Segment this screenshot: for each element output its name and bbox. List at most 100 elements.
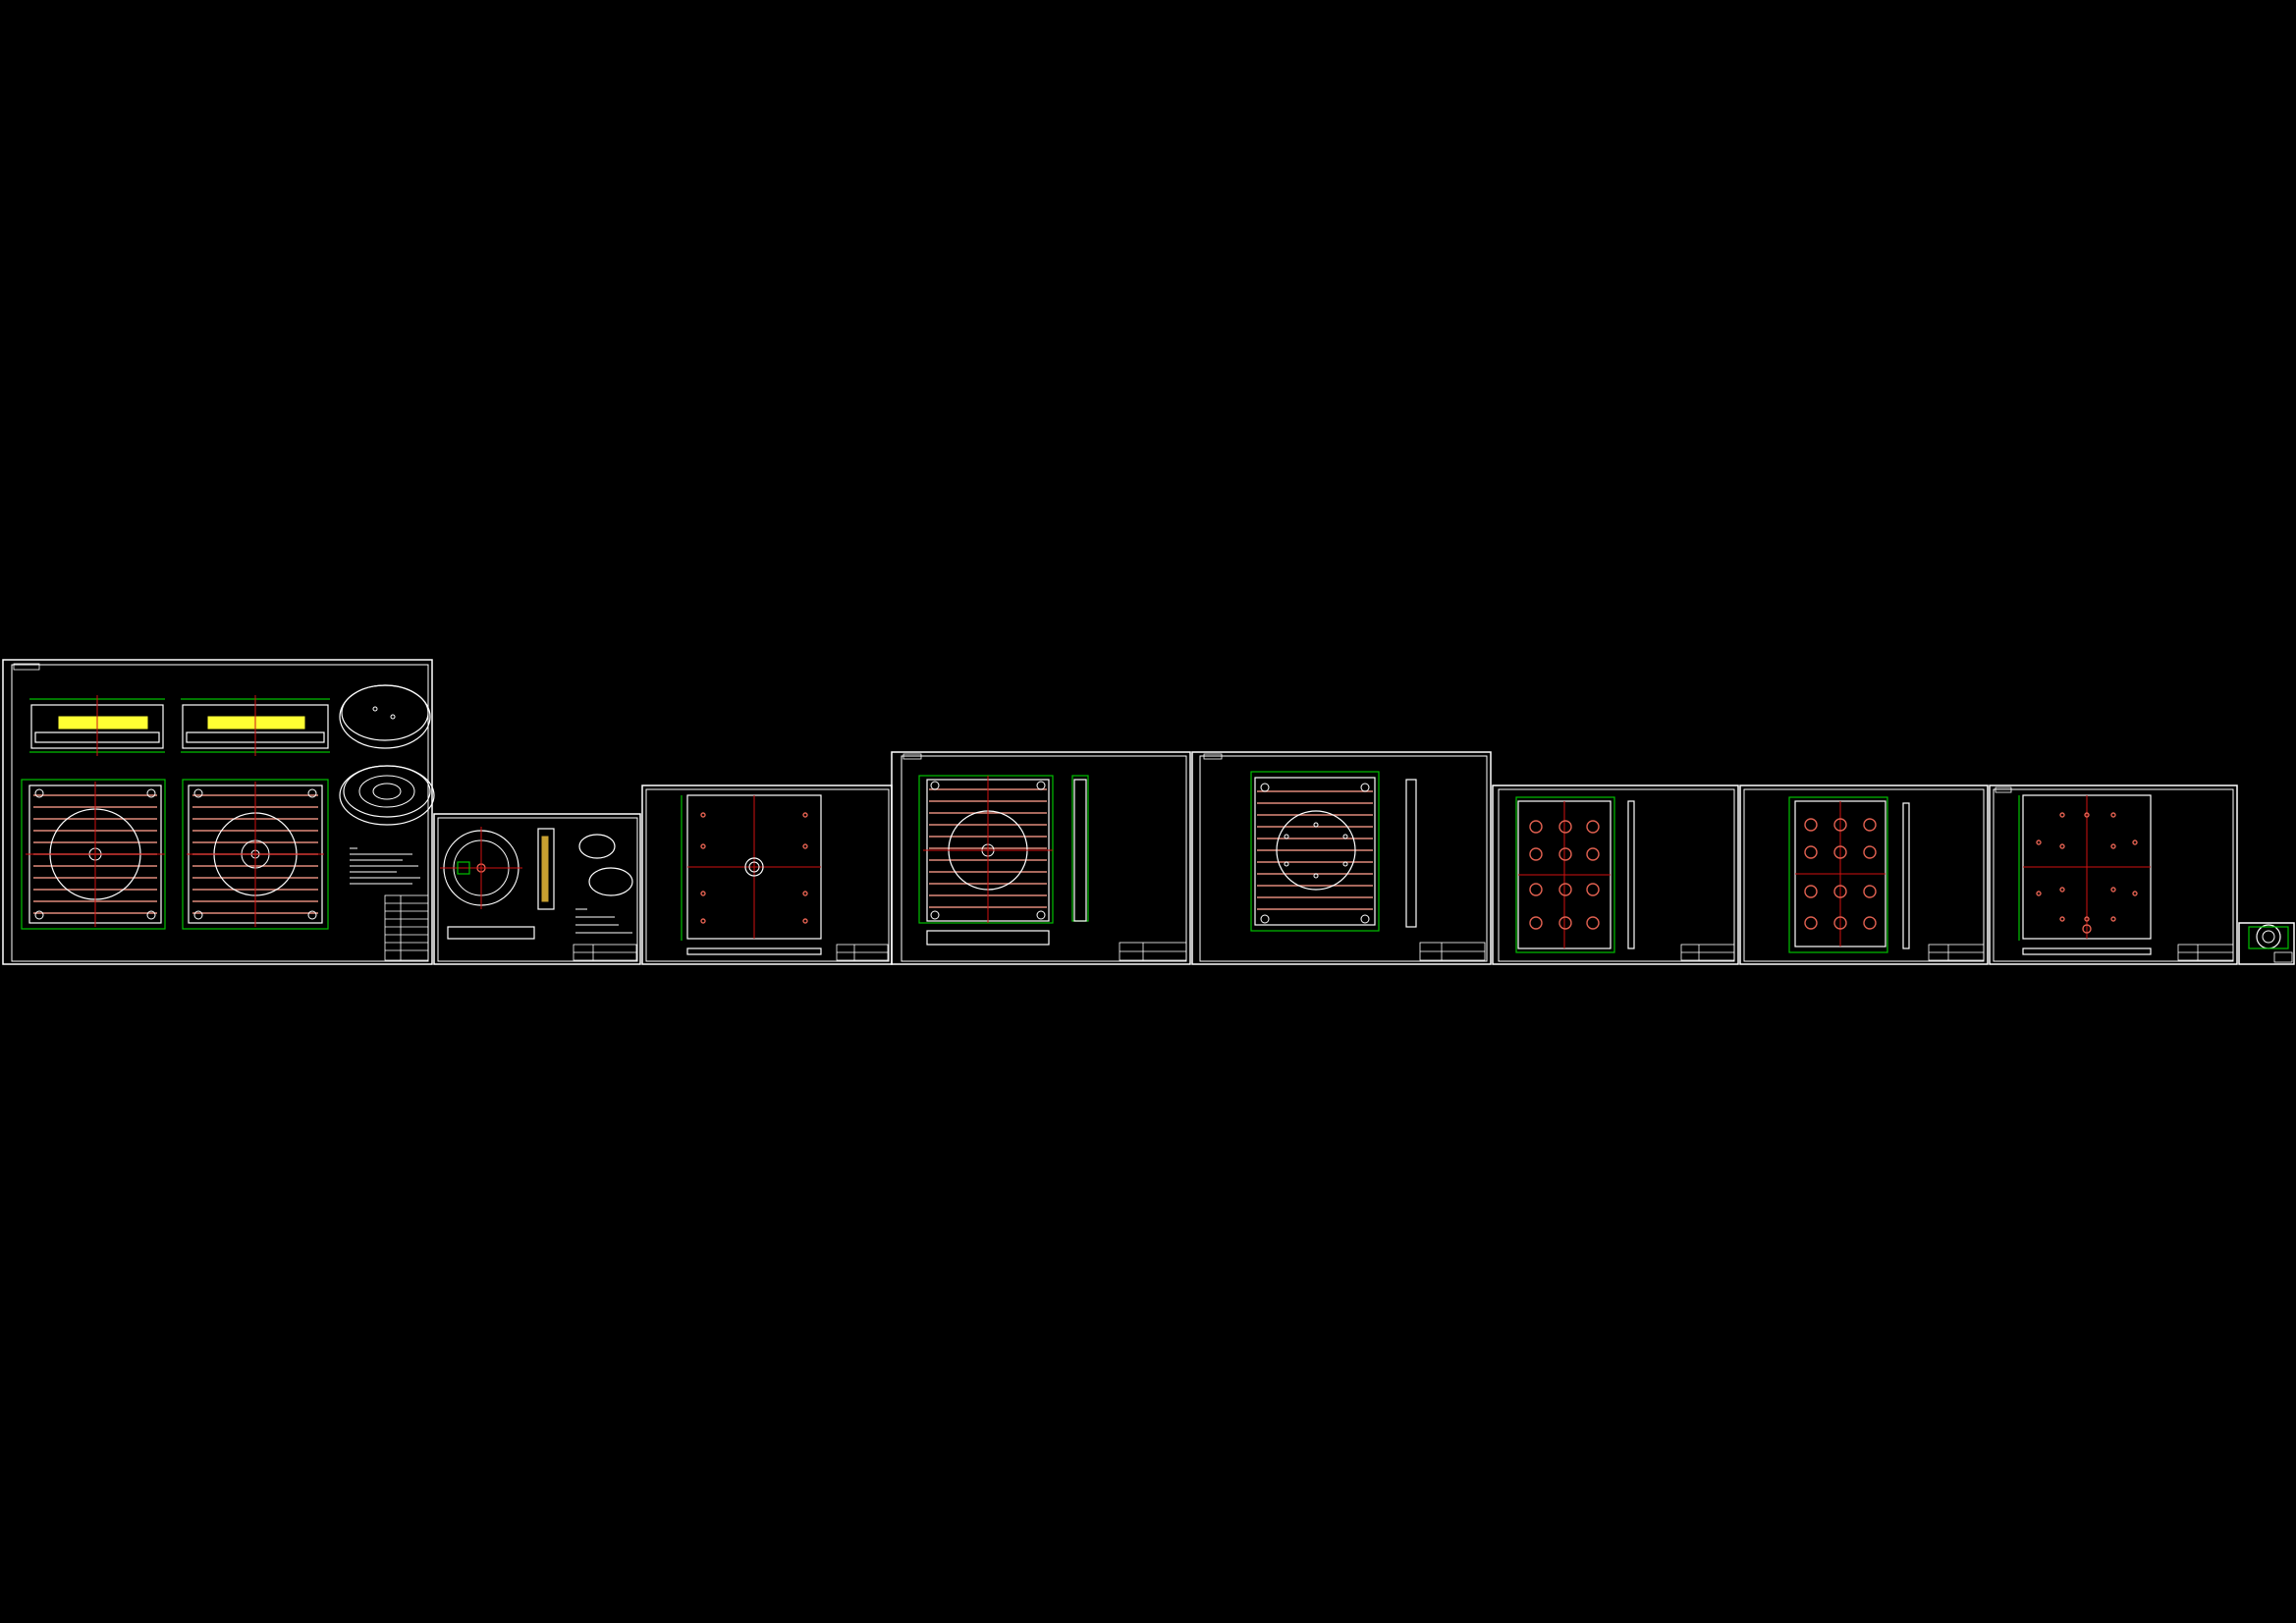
plate-side-view	[2022, 947, 2152, 955]
section-view-1[interactable]	[29, 695, 165, 756]
guide-pin-hole	[34, 788, 44, 798]
title-block[interactable]	[1928, 944, 1985, 961]
guide-pin-hole	[1360, 914, 1370, 924]
guide-pin-hole	[307, 788, 317, 798]
sheet-thumbnail[interactable]	[2238, 922, 2295, 965]
sheet-inner-border	[437, 817, 638, 962]
sheet-label-tab	[1995, 786, 2012, 793]
bolt-hole	[802, 891, 808, 896]
top-view-1[interactable]	[21, 779, 166, 930]
disc-hole	[372, 706, 378, 712]
ejector-holes	[1529, 820, 1600, 930]
sheet-plate-5[interactable]	[1739, 784, 1989, 965]
disc-top-face	[343, 765, 431, 818]
detail-marker	[457, 861, 470, 875]
cavity-fill	[58, 716, 148, 730]
sheet-inner-border	[1498, 788, 1735, 962]
sheet-plate-4[interactable]	[1492, 784, 1739, 965]
plate-side-view	[1073, 779, 1087, 922]
guide-pin-hole	[193, 788, 203, 798]
sheet-border	[1191, 751, 1492, 965]
sheet-inner-border	[645, 788, 890, 962]
sheet-label-tab	[902, 753, 922, 760]
sheet-plate-6[interactable]	[1989, 784, 2238, 965]
cavity-circle	[1276, 810, 1356, 891]
bolt-hole	[700, 843, 706, 849]
iso-view-1	[578, 834, 616, 859]
title-block[interactable]	[573, 944, 637, 961]
sheet-border	[641, 784, 893, 965]
parts-list-table[interactable]	[384, 894, 429, 961]
ejector-holes	[1804, 818, 1877, 930]
guide-pin-hole	[146, 910, 156, 920]
iso-disc-1[interactable]	[339, 684, 431, 749]
title-block[interactable]	[836, 944, 889, 961]
guide-pin-hole	[34, 910, 44, 920]
iso-view-2	[588, 867, 633, 896]
sheet-inner-border	[901, 755, 1187, 962]
title-block[interactable]	[1680, 944, 1735, 961]
plate-side-view	[1902, 802, 1910, 949]
section-hatch	[541, 836, 549, 902]
bolt-hole	[802, 918, 808, 924]
top-view-2[interactable]	[182, 779, 329, 930]
guide-pin-hole	[1260, 914, 1270, 924]
iso-disc-2[interactable]	[339, 765, 435, 826]
dimension-frame	[918, 775, 1054, 924]
plate-side-view	[686, 947, 822, 955]
sheet-plate-2[interactable]	[891, 751, 1191, 965]
disc-center-boss	[372, 783, 402, 800]
plate-side-view	[1405, 779, 1417, 928]
dimension-frame	[182, 779, 329, 930]
sheet-inner-border	[1199, 755, 1488, 962]
sheet-part-disc[interactable]	[433, 813, 641, 965]
sheet-inner-border	[1743, 788, 1985, 962]
section-view-2[interactable]	[181, 695, 330, 756]
title-block[interactable]	[1119, 942, 1187, 961]
disc-hole	[390, 714, 396, 720]
plate-outline	[1254, 777, 1376, 926]
part-hole	[2262, 930, 2275, 944]
disc-section-view	[537, 828, 555, 910]
bolt-hole	[700, 812, 706, 818]
sheet-plate-1[interactable]	[641, 784, 893, 965]
technical-notes	[350, 847, 420, 885]
guide-pin-hole	[193, 910, 203, 920]
center-bore	[744, 857, 764, 877]
sheet-border	[2238, 922, 2295, 965]
guide-pin-hole	[930, 781, 940, 790]
guide-pin-hole	[146, 788, 156, 798]
sheet-label-tab	[13, 663, 40, 671]
title-block[interactable]	[1419, 942, 1486, 961]
guide-pin-hole	[1036, 781, 1046, 790]
dimension-frame	[1250, 771, 1380, 932]
sheet-border	[433, 813, 641, 965]
part-outline	[2256, 924, 2281, 949]
guide-pin-hole	[1260, 783, 1270, 792]
guide-pin-hole	[930, 910, 940, 920]
guide-pin-hole	[307, 910, 317, 920]
sheet-border	[1739, 784, 1989, 965]
disc-side-view	[447, 926, 535, 940]
guide-pin-hole	[1036, 910, 1046, 920]
sheet-label-tab	[1203, 753, 1223, 760]
sheet-plate-3[interactable]	[1191, 751, 1492, 965]
bolt-hole	[802, 843, 808, 849]
dimension-frame	[2248, 926, 2289, 949]
center-bore-inner	[748, 861, 760, 873]
plate-bottom-view	[926, 930, 1050, 946]
sheet-inner-border	[11, 664, 429, 962]
sheet-assembly[interactable]	[2, 659, 435, 965]
title-block	[2273, 951, 2293, 963]
disc-ring	[358, 775, 415, 808]
plate-side-view	[1627, 800, 1635, 949]
cooling-channels	[1257, 790, 1373, 910]
bolt-holes	[2036, 812, 2138, 934]
bolt-hole	[802, 812, 808, 818]
sheet-inner-border	[1993, 788, 2234, 962]
disc-top-face	[341, 684, 429, 741]
disc-notes	[575, 908, 632, 934]
title-block[interactable]	[2177, 944, 2234, 961]
